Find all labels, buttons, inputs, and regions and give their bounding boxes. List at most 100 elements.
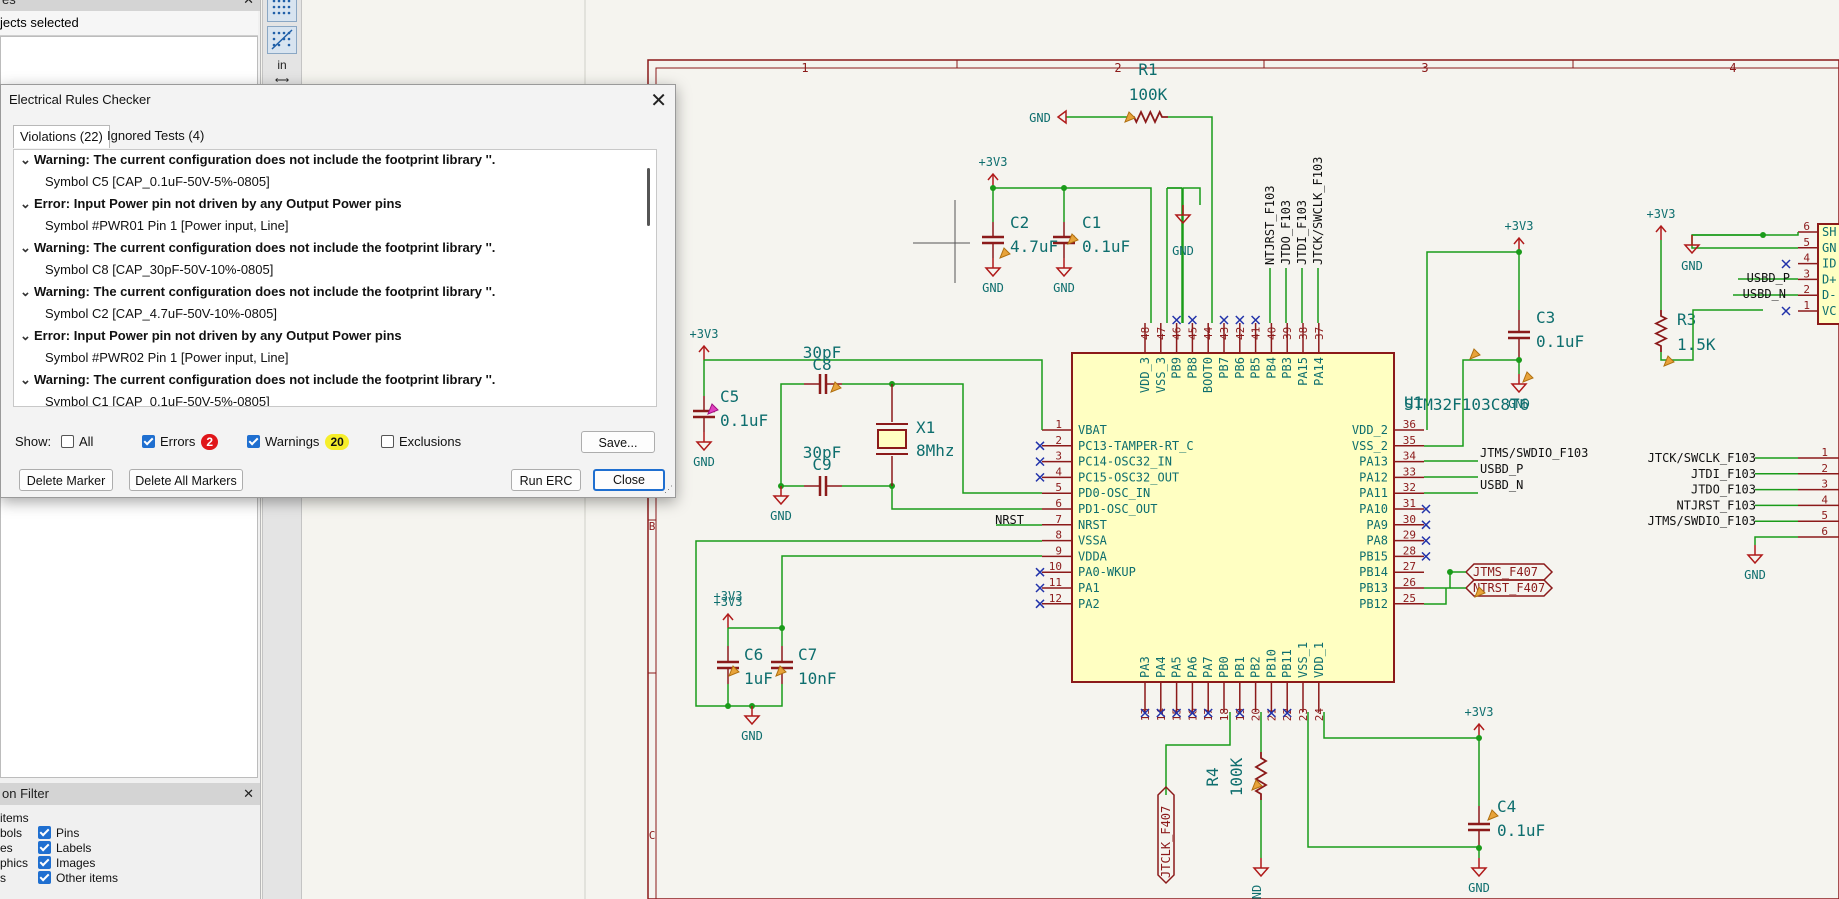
power-label: +3V3	[690, 327, 719, 341]
junction-dot	[1516, 357, 1522, 363]
pin-number: 20	[1250, 708, 1263, 721]
violation-message: Warning: The current configuration does …	[34, 284, 496, 299]
filter-other-items[interactable]: Other items	[38, 871, 118, 885]
violation-item[interactable]: ⌄Error: Input Power pin not driven by an…	[20, 328, 402, 344]
power-label: GND	[1172, 244, 1194, 258]
violation-item[interactable]: ⌄Warning: The current configuration does…	[20, 284, 495, 300]
tab-ignored-tests[interactable]: Ignored Tests (4)	[101, 125, 210, 147]
no-connect-icon	[1251, 315, 1261, 325]
violation-item[interactable]: ⌄Warning: The current configuration does…	[20, 372, 495, 388]
violations-list[interactable]: ⌄Warning: The current configuration does…	[13, 149, 657, 407]
pin-number: 28	[1403, 544, 1416, 557]
violation-item[interactable]: ⌄Error: Input Power pin not driven by an…	[20, 196, 402, 212]
component-ref: U1	[1404, 393, 1423, 412]
checkbox-icon[interactable]	[381, 435, 394, 448]
power-label: +3V3	[1505, 219, 1534, 233]
filter-pins-label: Pins	[56, 826, 80, 840]
ground-icon	[1510, 383, 1528, 394]
chevron-down-icon[interactable]: ⌄	[20, 240, 31, 255]
violation-item[interactable]: ⌄Warning: The current configuration does…	[20, 152, 495, 168]
filter-symbols[interactable]: bols	[0, 826, 23, 840]
chevron-down-icon[interactable]: ⌄	[20, 284, 31, 299]
resize-grip-icon[interactable]: ⋰	[664, 484, 673, 494]
pin-name: PA8	[1366, 534, 1388, 548]
pin-name: VDDA	[1078, 549, 1108, 563]
no-connect-icon	[1156, 708, 1166, 718]
chevron-down-icon[interactable]: ⌄	[20, 152, 31, 167]
checkbox-icon[interactable]	[61, 435, 74, 448]
violation-detail[interactable]: Symbol C8 [CAP_30pF-50V-10%-0805]	[45, 262, 273, 277]
violation-detail[interactable]: Symbol C2 [CAP_4.7uF-50V-10%-0805]	[45, 306, 277, 321]
filter-labels[interactable]: Labels	[38, 841, 91, 855]
filter-all[interactable]: All	[61, 434, 93, 449]
violation-detail[interactable]: Symbol C1 [CAP_0.1uF-50V-5%-0805]	[45, 394, 270, 406]
wire	[842, 383, 1042, 494]
component-ref: R3	[1677, 310, 1696, 329]
checkbox-icon[interactable]	[38, 856, 51, 869]
wire	[1424, 588, 1447, 605]
violation-item[interactable]: ⌄Warning: The current configuration does…	[20, 240, 495, 256]
grid-overrides-icon[interactable]	[267, 26, 297, 54]
run-erc-button[interactable]: Run ERC	[511, 469, 581, 491]
filter-wires[interactable]: es	[0, 841, 13, 855]
violation-detail-text: Symbol #PWR02 Pin 1 [Power input, Line]	[45, 350, 289, 365]
units-button[interactable]: in⟷	[267, 58, 297, 86]
pin-name: PA7	[1201, 656, 1215, 678]
pin-number: 18	[1218, 708, 1231, 721]
checkbox-icon[interactable]	[38, 871, 51, 884]
power-label: +3V3	[714, 595, 743, 609]
no-connect-icon	[1035, 457, 1045, 467]
close-icon[interactable]: ✕	[243, 0, 254, 11]
violation-detail[interactable]: Symbol #PWR01 Pin 1 [Power input, Line]	[45, 218, 289, 233]
pin-number: 36	[1403, 418, 1416, 431]
filter-images[interactable]: Images	[38, 856, 95, 870]
close-icon[interactable]: ✕	[650, 90, 667, 112]
chevron-down-icon[interactable]: ⌄	[20, 372, 31, 387]
filter-items[interactable]: items	[0, 811, 29, 825]
pin-number: 48	[1139, 327, 1152, 340]
save-button[interactable]: Save...	[581, 431, 655, 453]
pin-name: VDD_3	[1138, 357, 1152, 393]
pin-number: 8	[1055, 529, 1062, 542]
wire	[1165, 712, 1231, 795]
component-ref: C6	[744, 645, 763, 664]
grid-icon[interactable]	[267, 0, 297, 22]
hierarchical-label-shape	[1464, 579, 1554, 597]
pin-name: PB7	[1217, 357, 1231, 379]
checkbox-icon[interactable]	[38, 841, 51, 854]
scrollbar-thumb[interactable]	[647, 168, 650, 226]
violation-detail[interactable]: Symbol C5 [CAP_0.1uF-50V-5%-0805]	[45, 174, 270, 189]
pin-name: PA1	[1078, 581, 1100, 595]
checkbox-icon[interactable]	[38, 826, 51, 839]
checkbox-icon[interactable]	[247, 435, 260, 448]
component-ref: X1	[916, 418, 935, 437]
pin-number: 29	[1403, 529, 1416, 542]
no-connect-icon	[1421, 551, 1431, 561]
wire	[1307, 712, 1479, 848]
filter-other[interactable]: s	[0, 871, 6, 885]
tab-violations[interactable]: Violations (22)	[13, 125, 110, 148]
erc-marker-icon	[728, 665, 740, 677]
chevron-down-icon[interactable]: ⌄	[20, 196, 31, 211]
filter-exclusions[interactable]: Exclusions	[381, 434, 461, 449]
no-connect-icon	[1781, 259, 1791, 269]
show-label: Show:	[15, 434, 52, 449]
component-ref: C9	[812, 455, 831, 474]
delete-all-markers-button[interactable]: Delete All Markers	[129, 469, 243, 491]
pin-name: PB5	[1249, 357, 1263, 379]
pin-number: 47	[1155, 327, 1168, 340]
checkbox-icon[interactable]	[142, 435, 155, 448]
filter-pins[interactable]: Pins	[38, 826, 79, 840]
filter-graphics[interactable]: phics	[0, 856, 29, 870]
resistor-icon	[1653, 310, 1669, 352]
close-icon[interactable]: ✕	[243, 786, 254, 801]
chevron-down-icon[interactable]: ⌄	[20, 328, 31, 343]
pin-number: 45	[1186, 327, 1199, 340]
component-value: 30pF	[803, 343, 842, 362]
violation-detail[interactable]: Symbol #PWR02 Pin 1 [Power input, Line]	[45, 350, 289, 365]
close-button[interactable]: Close	[593, 469, 665, 491]
delete-marker-button[interactable]: Delete Marker	[19, 469, 113, 491]
